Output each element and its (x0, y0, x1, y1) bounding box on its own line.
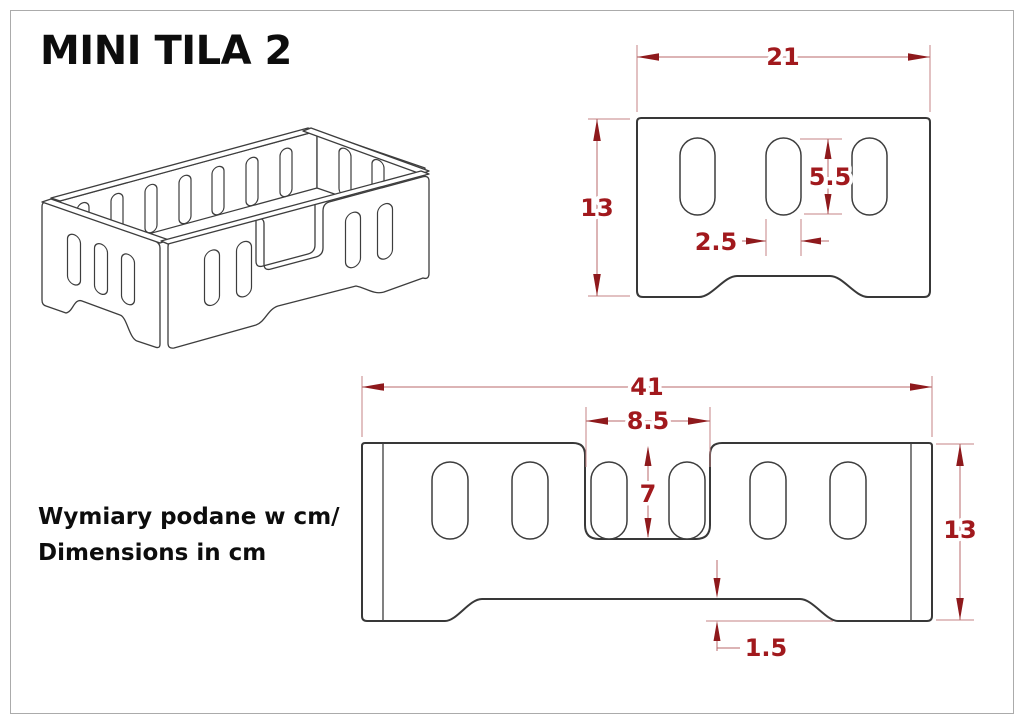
dim-cutout-depth: 7 (636, 446, 660, 538)
front-panel-slot (749, 461, 787, 540)
front-panel-slot (511, 461, 549, 540)
dim-slot-height-label: 5.5 (809, 163, 852, 191)
iso-front-cutout-inner-edge (255, 201, 316, 268)
dim-slot-width-label: 2.5 (695, 228, 738, 256)
front-panel-slot (668, 461, 706, 540)
side-panel-slot (765, 137, 802, 216)
dim-slot-height: 5.5 (800, 138, 855, 215)
side-panel-drawing: 21 13 5.5 (577, 40, 931, 298)
dim-arch-height: 1.5 (706, 560, 833, 666)
side-panel-slot (851, 137, 888, 216)
dim-cutout-width-label: 8.5 (627, 407, 670, 435)
dim-arch-height-label: 1.5 (745, 634, 788, 662)
dim-front-height-label: 13 (943, 516, 976, 544)
units-note-line2: Dimensions in cm (38, 539, 267, 566)
page-title: MINI TILA 2 (40, 28, 292, 74)
iso-front-panel-face (167, 175, 430, 349)
units-note-line1: Wymiary podane w cm/ (38, 504, 340, 530)
isometric-bed-view (41, 127, 430, 349)
dim-front-height: 13 (936, 443, 980, 621)
front-panel-slot (590, 461, 628, 540)
dim-side-height-label: 13 (580, 194, 613, 222)
dim-side-width: 21 (636, 40, 931, 112)
dim-cutout-depth-label: 7 (640, 480, 657, 508)
front-panel-outline (361, 442, 933, 622)
dim-slot-width: 2.5 (691, 219, 829, 260)
units-note: Wymiary podane w cm/ Dimensions in cm (38, 500, 340, 571)
dim-side-width-label: 21 (766, 43, 799, 71)
iso-front-panel-slots (203, 202, 394, 307)
dim-front-width: 41 (361, 370, 933, 437)
dim-front-width-label: 41 (630, 373, 663, 401)
side-panel-slot (679, 137, 716, 216)
front-panel-slot (431, 461, 469, 540)
front-panel-slot (829, 461, 867, 540)
front-panel-drawing: 41 8.5 7 (361, 370, 980, 666)
iso-front-panel-top-edge (160, 170, 430, 245)
dim-cutout-width: 8.5 (585, 404, 711, 467)
iso-side-panel-slots (66, 233, 136, 306)
dim-side-height: 13 (577, 118, 630, 297)
